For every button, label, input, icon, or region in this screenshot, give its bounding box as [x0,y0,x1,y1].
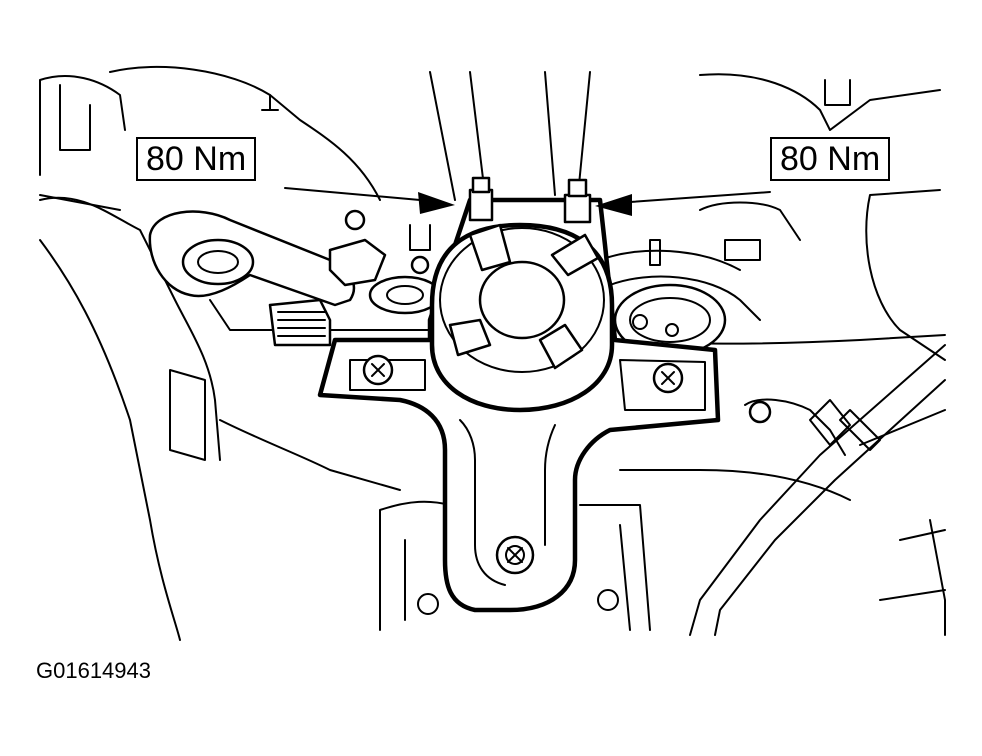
arrow-left-icon [595,191,771,216]
torque-callout-right: 80 Nm [770,137,891,181]
figure-code: G01614943 [36,658,151,683]
mounting-studs [468,176,592,224]
engine-bay-background [39,65,946,641]
arrow-right-icon [284,187,455,214]
mount-isolator [429,222,615,413]
torque-callout-left: 80 Nm [136,137,257,181]
accessory-belt-and-pulleys [148,209,761,357]
